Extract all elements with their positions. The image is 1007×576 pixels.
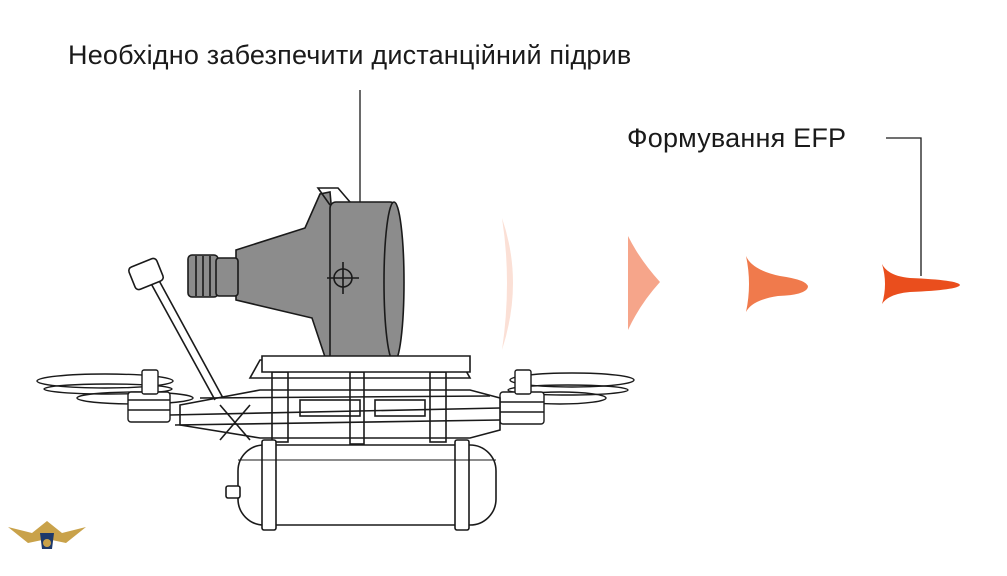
efp-formation-label: Формування EFP xyxy=(627,123,847,153)
warhead xyxy=(187,187,471,373)
battery xyxy=(225,439,497,531)
detonation-label: Необхідно забезпечити дистанційний підри… xyxy=(68,40,632,70)
efp-stage-4 xyxy=(882,264,960,304)
forum-logo-watermark xyxy=(8,521,86,549)
efp-stage-3 xyxy=(746,256,808,312)
antenna xyxy=(128,257,224,401)
efp-stage-2 xyxy=(628,236,660,330)
efp-stage-1 xyxy=(502,218,513,350)
drone-frame xyxy=(169,359,501,445)
motor-left xyxy=(127,369,171,423)
efp-leader-line xyxy=(886,137,922,276)
